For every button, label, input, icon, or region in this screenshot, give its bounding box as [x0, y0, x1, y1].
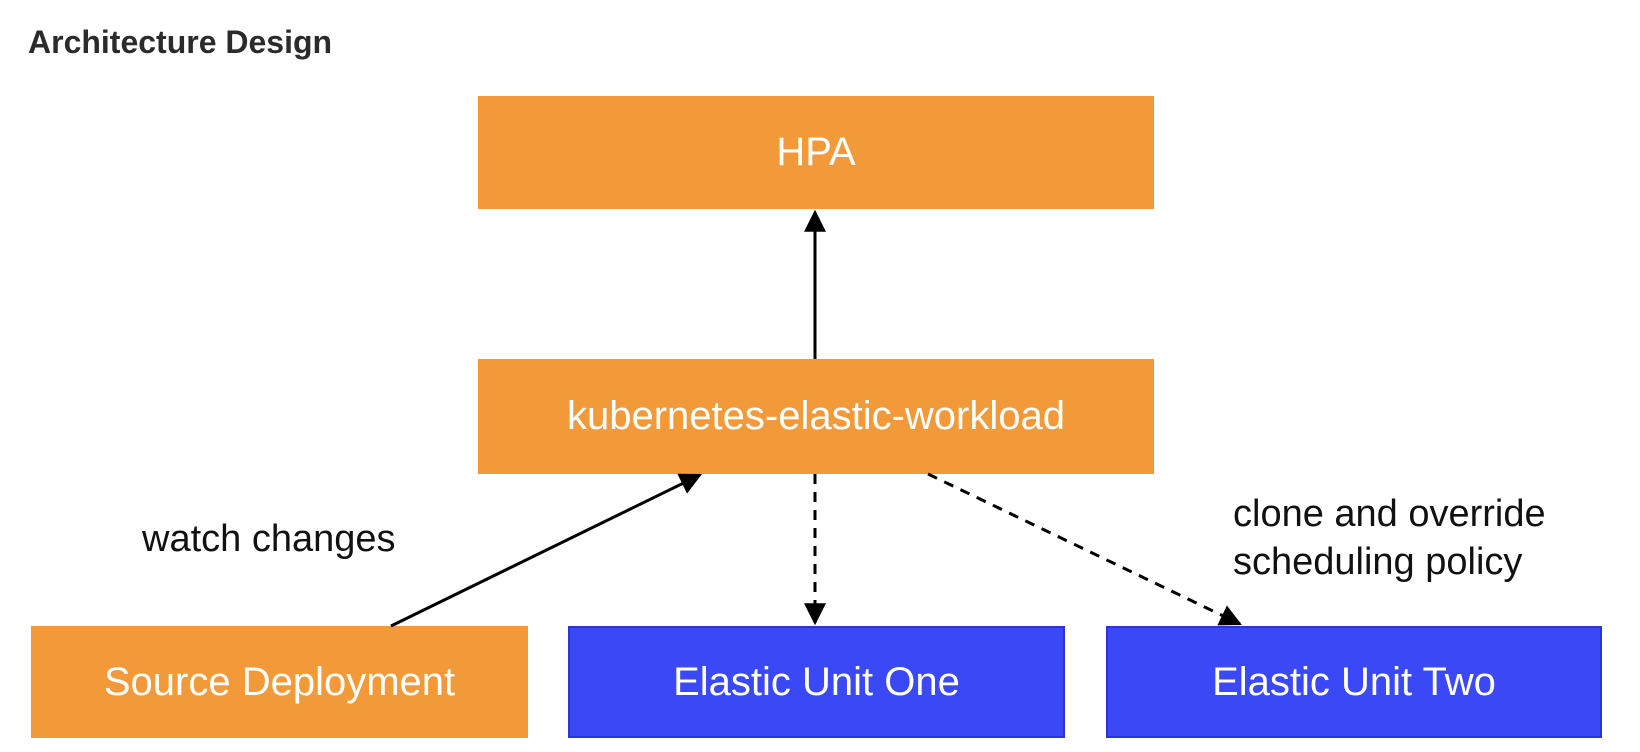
page-title: Architecture Design [28, 24, 333, 60]
hpa-node-label: HPA [776, 130, 856, 174]
workload-node: kubernetes-elastic-workload [478, 359, 1154, 474]
elastic-unit-one-node: Elastic Unit One [568, 626, 1065, 738]
workload-node-label: kubernetes-elastic-workload [566, 394, 1065, 438]
source-to-workload-arrow [390, 473, 702, 628]
source-deployment-node: Source Deployment [31, 626, 528, 738]
workload-to-unit-two-arrow [927, 472, 1242, 626]
clone-override-line-1: clone and override [1233, 493, 1546, 535]
elastic-unit-one-label: Elastic Unit One [673, 659, 960, 704]
elastic-unit-two-label: Elastic Unit Two [1212, 659, 1496, 704]
hpa-node: HPA [478, 96, 1154, 209]
clone-override-label: clone and override scheduling policy [1233, 490, 1546, 586]
clone-override-line-2: scheduling policy [1233, 541, 1523, 583]
watch-changes-label: watch changes [142, 518, 396, 560]
source-deployment-label: Source Deployment [103, 659, 456, 704]
elastic-unit-two-node: Elastic Unit Two [1106, 626, 1602, 738]
